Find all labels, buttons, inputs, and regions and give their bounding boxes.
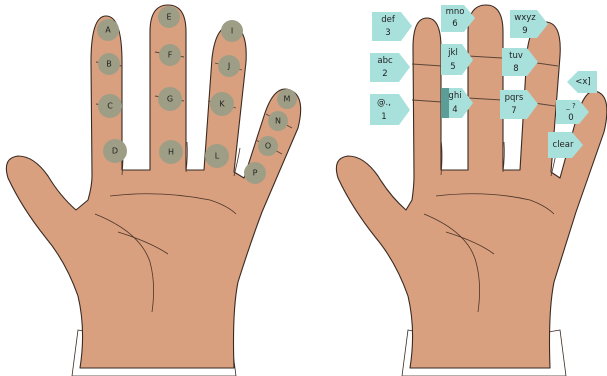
letter-dot-H: H bbox=[159, 140, 183, 164]
letter-dot-K: K bbox=[210, 92, 234, 116]
key-mno-digit: 6 bbox=[452, 19, 457, 29]
letter-label-F: F bbox=[168, 51, 173, 60]
letter-dot-E: E bbox=[158, 6, 180, 28]
key-space-digit: 0 bbox=[568, 113, 573, 123]
letter-label-P: P bbox=[253, 169, 258, 178]
key-wxyz-letters: wxyz bbox=[514, 13, 536, 23]
letter-dot-G: G bbox=[158, 87, 182, 111]
letter-label-C: C bbox=[107, 102, 113, 111]
letter-label-D: D bbox=[112, 147, 118, 156]
letter-dot-M: M bbox=[277, 89, 297, 109]
letter-label-J: J bbox=[227, 62, 230, 71]
letter-dot-J: J bbox=[218, 55, 240, 77]
letter-dot-F: F bbox=[159, 44, 181, 66]
letter-dot-D: D bbox=[103, 139, 127, 163]
key-tuv-letters: tuv bbox=[509, 51, 523, 61]
letter-label-L: L bbox=[215, 152, 220, 161]
key-ghi-digit: 4 bbox=[452, 105, 457, 115]
key-def-letters: def bbox=[381, 15, 396, 25]
key-mno-letters: mno bbox=[446, 7, 465, 17]
key-pqrs-letters: pqrs bbox=[505, 93, 524, 103]
key-abc-digit: 2 bbox=[382, 69, 387, 79]
key-jkl-digit: 5 bbox=[450, 62, 455, 72]
letter-label-K: K bbox=[219, 100, 225, 109]
key-clear-label: clear bbox=[553, 140, 574, 150]
letter-label-G: G bbox=[167, 95, 173, 104]
letter-label-A: A bbox=[105, 26, 111, 35]
key-def-3[interactable]: def 3 bbox=[372, 12, 412, 41]
key-tuv-digit: 8 bbox=[513, 64, 518, 74]
letter-label-N: N bbox=[275, 117, 281, 126]
key-abc-letters: abc bbox=[377, 56, 393, 66]
backspace-icon: <x] bbox=[575, 77, 590, 87]
right-hand-phone-keypad-layout: def 3 abc 2 @., 1 mno 6 jkl 5 bbox=[336, 5, 607, 376]
key-def-digit: 3 bbox=[385, 28, 390, 38]
letter-dot-C: C bbox=[98, 94, 122, 118]
letter-label-B: B bbox=[106, 60, 112, 69]
key-ghi-letters: ghi bbox=[448, 91, 461, 101]
key-abc-2[interactable]: abc 2 bbox=[370, 53, 410, 82]
letter-dot-P: P bbox=[244, 162, 266, 184]
letter-dot-B: B bbox=[98, 53, 120, 75]
key-symbols-1[interactable]: @., 1 bbox=[370, 94, 410, 125]
left-hand-outline bbox=[6, 5, 300, 368]
letter-label-E: E bbox=[166, 13, 171, 22]
key-jkl-letters: jkl bbox=[447, 48, 458, 58]
letter-label-O: O bbox=[265, 142, 271, 151]
letter-label-I: I bbox=[231, 27, 233, 36]
key-space-letters: _ ? bbox=[565, 102, 576, 110]
letter-dot-I: I bbox=[221, 20, 243, 42]
key-wxyz-digit: 9 bbox=[522, 26, 527, 36]
letter-dot-L: L bbox=[205, 144, 229, 168]
left-hand-letter-layout: A B C D E F G H I J K L M N O P bbox=[6, 5, 300, 376]
key-symbols-digit: 1 bbox=[381, 112, 386, 122]
letter-dot-A: A bbox=[97, 19, 119, 41]
letter-label-H: H bbox=[168, 148, 174, 157]
key-pqrs-digit: 7 bbox=[511, 106, 516, 116]
letter-dot-O: O bbox=[258, 136, 278, 156]
letter-dot-N: N bbox=[268, 111, 288, 131]
key-backspace[interactable]: <x] bbox=[567, 71, 597, 93]
letter-label-M: M bbox=[284, 95, 291, 104]
key-symbols-letters: @., bbox=[377, 98, 391, 108]
